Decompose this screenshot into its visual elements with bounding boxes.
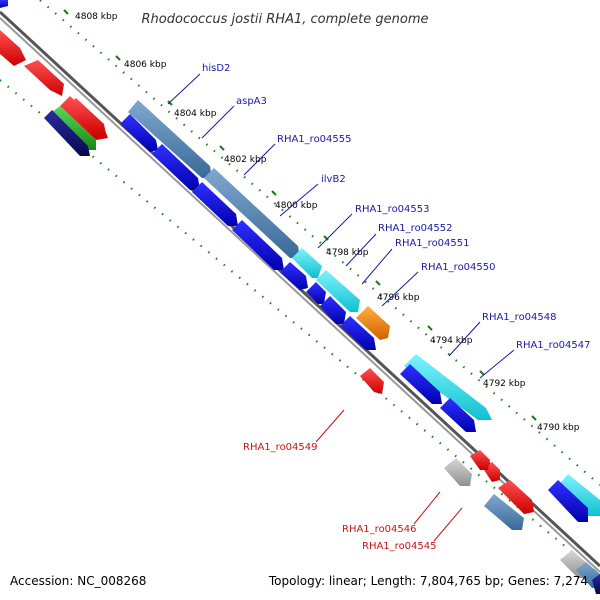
gene-RHA1_ro04546[interactable]	[444, 458, 472, 486]
tick-4806: 4806 kbp	[124, 60, 167, 70]
gene-arrow-blue[interactable]	[152, 144, 200, 190]
accession-text: Accession: NC_008268	[10, 574, 146, 588]
gene-arrow-cyan-right[interactable]	[556, 474, 600, 516]
gene-arrow-blue[interactable]	[232, 220, 284, 270]
gene-arrow-red[interactable]	[0, 30, 26, 66]
upper-leader-lines	[167, 73, 515, 379]
label-RHA1_ro04551[interactable]: RHA1_ro04551	[395, 238, 470, 249]
upper-strand-genes	[0, 0, 600, 516]
label-RHA1_ro04546[interactable]: RHA1_ro04546	[342, 524, 417, 535]
gene-arrow-red-lower[interactable]	[470, 450, 490, 470]
tick-4800: 4800 kbp	[275, 201, 318, 211]
label-hisD2[interactable]: hisD2	[202, 63, 230, 74]
tick-4792: 4792 kbp	[483, 379, 526, 389]
blue-strand-genes	[120, 114, 588, 522]
gene-arrow-blue[interactable]	[120, 114, 158, 152]
label-RHA1_ro04553[interactable]: RHA1_ro04553	[355, 204, 430, 215]
gene-arrow-red[interactable]	[24, 60, 64, 96]
label-ilvB2[interactable]: ilvB2	[321, 174, 346, 185]
tick-4802: 4802 kbp	[224, 155, 267, 165]
label-RHA1_ro04555[interactable]: RHA1_ro04555	[277, 134, 352, 145]
label-RHA1_ro04545[interactable]: RHA1_ro04545	[362, 541, 437, 552]
scale-tick-marks	[63, 9, 537, 421]
lower-gene-labels: RHA1_ro04549 RHA1_ro04546 RHA1_ro04545	[243, 442, 437, 552]
below-backbone-genes	[360, 368, 600, 594]
gene-arrow-blue[interactable]	[440, 398, 476, 432]
gene-arrow-blue[interactable]	[0, 0, 8, 8]
gene-RHA1_ro04545[interactable]	[484, 494, 524, 530]
gene-arrow-blue[interactable]	[400, 364, 442, 404]
label-aspA3[interactable]: aspA3	[236, 96, 267, 107]
scale-rails	[0, 0, 600, 576]
gene-arrow-red-right[interactable]	[498, 480, 534, 514]
gene-arrow-navy-far-right[interactable]	[592, 574, 600, 594]
gene-arrow-navy-left[interactable]	[44, 110, 90, 156]
gene-RHA1_ro04550[interactable]	[356, 306, 390, 340]
gene-RHA1_ro04548[interactable]	[404, 354, 492, 420]
topology-text: Topology: linear; Length: 7,804,765 bp; …	[268, 574, 588, 588]
gene-arrow-blue[interactable]	[192, 182, 238, 226]
gene-arrow-blue[interactable]	[306, 282, 326, 304]
gene-arrow-green-left[interactable]	[52, 106, 96, 150]
tick-4790: 4790 kbp	[537, 423, 580, 433]
tick-4798: 4798 kbp	[326, 248, 369, 258]
gene-arrow-red-left[interactable]	[66, 98, 106, 136]
gene-RHA1_ro04549[interactable]	[360, 368, 384, 394]
gene-arrow-blue[interactable]	[340, 316, 376, 350]
gene-arrow-blue[interactable]	[320, 296, 346, 324]
tick-4808: 4808 kbp	[75, 12, 118, 22]
label-RHA1_ro04548[interactable]: RHA1_ro04548	[482, 312, 557, 323]
label-RHA1_ro04547[interactable]: RHA1_ro04547	[516, 340, 591, 351]
gene-aspA3[interactable]	[204, 168, 300, 258]
gene-arrow-blue[interactable]	[548, 480, 588, 522]
left-cluster-genes	[44, 98, 106, 156]
label-RHA1_ro04550[interactable]: RHA1_ro04550	[421, 262, 496, 273]
tick-4804: 4804 kbp	[174, 109, 217, 119]
gene-RHA1_ro04553[interactable]	[316, 270, 360, 312]
gene-arrow-blue[interactable]	[280, 262, 308, 290]
gene-ilvB2[interactable]	[292, 248, 322, 278]
tick-4794: 4794 kbp	[430, 336, 473, 346]
tick-4796: 4796 kbp	[377, 293, 420, 303]
scale-tick-labels: 4808 kbp 4806 kbp 4804 kbp 4802 kbp 4800…	[75, 12, 580, 433]
label-RHA1_ro04552[interactable]: RHA1_ro04552	[378, 223, 453, 234]
lower-leader-lines	[315, 409, 463, 542]
gene-hisD2[interactable]	[128, 100, 212, 178]
map-title: Rhodococcus jostii RHA1, complete genome	[142, 12, 429, 27]
upper-gene-labels: hisD2 aspA3 RHA1_ro04555 ilvB2 RHA1_ro04…	[202, 63, 591, 351]
label-RHA1_ro04549[interactable]: RHA1_ro04549	[243, 442, 318, 453]
